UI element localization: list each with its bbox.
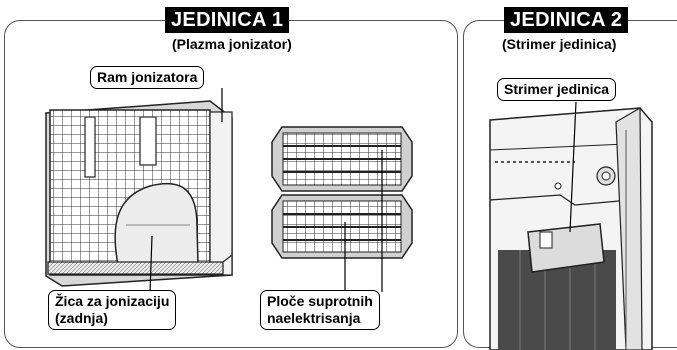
ionizer-frame-illustration <box>45 100 233 287</box>
leader-lines <box>149 88 577 294</box>
ionizing-wire-label-line2: (zadnja) <box>55 310 108 326</box>
counter-plate-top-illustration <box>271 126 413 192</box>
ionizing-wire-label-line1: Žica za jonizaciju <box>55 293 170 309</box>
streamer-unit-label: Strimer jedinica <box>497 78 617 101</box>
ionizing-wire-label: Žica za jonizaciju (zadnja) <box>48 290 177 330</box>
unit1-subtitle: (Plazma jonizator) <box>172 36 292 52</box>
unit2-title: JEDINICA 2 <box>504 7 629 33</box>
counter-plate-bottom-illustration <box>271 194 413 259</box>
counter-plates-label-line2: naelektrisanja <box>267 310 361 326</box>
unit2-subtitle: (Strimer jedinica) <box>502 36 617 52</box>
counter-plates-label: Ploče suprotnih naelektrisanja <box>260 290 380 330</box>
streamer-unit-illustration <box>489 106 653 350</box>
unit1-title: JEDINICA 1 <box>165 7 290 33</box>
counter-plates-label-line1: Ploče suprotnih <box>267 293 373 309</box>
ionizer-frame-label: Ram jonizatora <box>90 66 205 89</box>
